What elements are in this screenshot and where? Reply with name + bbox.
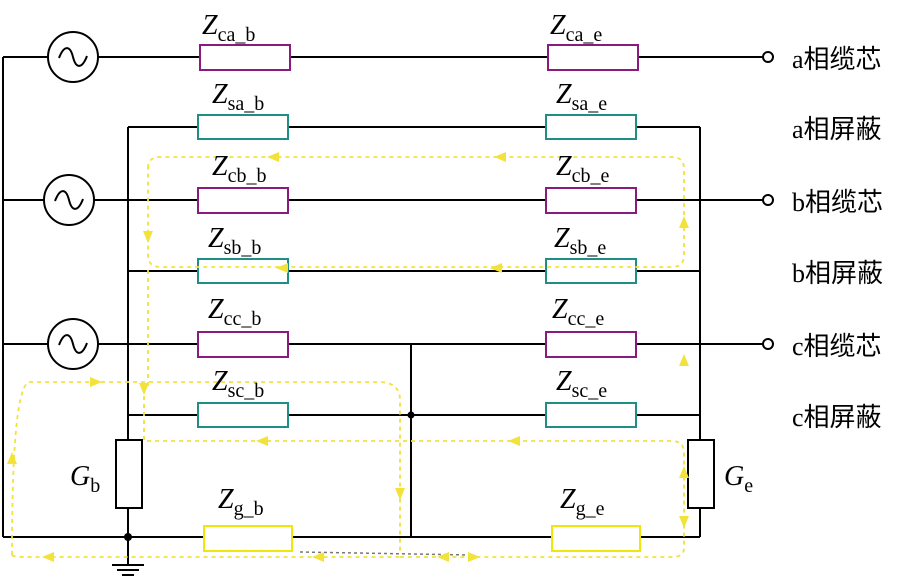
arrow-up: [679, 354, 689, 366]
impedance-labels: Zca_b Zca_e Zsa_b Zsa_e Zcb_b Zcb_e Zsb_…: [202, 10, 609, 520]
arrow-left: [490, 263, 502, 273]
label-z-sa-e: Zsa_e: [556, 79, 607, 115]
terminal-b-core: [762, 194, 774, 206]
arrow-left: [256, 436, 268, 446]
impedance-cc-e: [545, 331, 637, 358]
arrow-right: [90, 377, 102, 387]
arrow-left: [494, 152, 506, 162]
impedance-sc-e: [545, 402, 637, 428]
row-label-c-core: c相缆芯: [792, 332, 882, 361]
arrow-left: [437, 552, 449, 562]
arrow-left: [312, 552, 324, 562]
row-label-a-shield: a相屏蔽: [792, 115, 882, 144]
grounding-resistor-b: [115, 439, 143, 509]
label-gb: Gb: [70, 461, 100, 497]
grounding-resistor-e: [687, 439, 715, 509]
ground-return-dash: [299, 551, 471, 556]
impedance-sb-e: [545, 258, 637, 284]
label-z-sb-e: Zsb_e: [554, 223, 606, 259]
arrow-left: [508, 436, 520, 446]
impedance-g-e: [551, 525, 641, 552]
label-z-ca-e: Zca_e: [550, 10, 602, 46]
arrow-down: [679, 516, 689, 528]
arrow-down: [139, 383, 149, 395]
terminal-a-core: [762, 51, 774, 63]
arrow-left: [276, 263, 288, 273]
arrow-up: [679, 466, 689, 478]
row-label-b-shield: b相屏蔽: [792, 259, 883, 288]
junction-dot: [407, 411, 415, 419]
label-z-ca-b: Zca_b: [202, 10, 255, 46]
label-z-sc-b: Zsc_b: [212, 366, 264, 402]
impedance-g-b: [203, 525, 293, 552]
label-z-sc-e: Zsc_e: [556, 366, 607, 402]
terminal-c-core: [762, 338, 774, 350]
row-label-a-core: a相缆芯: [792, 45, 882, 74]
impedance-cb-e: [545, 187, 637, 214]
impedance-sc-b: [197, 402, 289, 428]
impedance-sa-b: [197, 114, 289, 140]
label-ge: Ge: [724, 461, 753, 497]
arrow-down: [143, 231, 153, 243]
arrow-left: [267, 152, 279, 162]
wires: [2, 56, 764, 565]
arrow-right: [468, 552, 480, 562]
voltage-source-c: [47, 318, 99, 370]
arrow-left: [42, 552, 54, 562]
row-label-c-shield: c相屏蔽: [792, 403, 882, 432]
row-labels: a相缆芯 a相屏蔽 b相缆芯 b相屏蔽 c相缆芯 c相屏蔽: [792, 45, 883, 432]
current-direction-arrows: [7, 152, 689, 562]
ground-symbol: [112, 564, 144, 576]
arrow-down: [395, 488, 405, 500]
voltage-source-b: [43, 174, 95, 226]
label-z-cb-b: Zcb_b: [212, 151, 266, 187]
impedance-ca-b: [199, 44, 291, 71]
label-z-g-b: Zg_b: [218, 484, 264, 520]
label-z-cb-e: Zcb_e: [556, 151, 609, 187]
label-z-cc-b: Zcc_b: [208, 294, 261, 330]
impedance-cc-b: [197, 331, 289, 358]
impedance-sb-b: [197, 258, 289, 284]
arrow-up: [7, 452, 17, 464]
label-z-g-e: Zg_e: [560, 484, 605, 520]
row-label-b-core: b相缆芯: [792, 188, 883, 217]
label-z-sa-b: Zsa_b: [212, 79, 264, 115]
arrow-up: [679, 216, 689, 228]
impedance-cb-b: [197, 187, 289, 214]
label-z-cc-e: Zcc_e: [552, 294, 604, 330]
voltage-source-a: [47, 31, 99, 83]
label-z-sb-b: Zsb_b: [208, 223, 261, 259]
impedance-sa-e: [545, 114, 637, 140]
junction-dot: [124, 533, 132, 541]
impedance-ca-e: [547, 44, 639, 71]
